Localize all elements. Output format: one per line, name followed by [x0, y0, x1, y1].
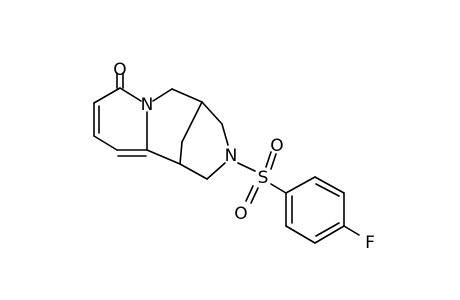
bond-c12-c3 — [146, 149, 181, 165]
bond-c-f — [343, 225, 360, 236]
bond-s-c-aryl — [270, 183, 287, 194]
bond-n2-c11 — [206, 162, 226, 180]
bond-c8-c9 — [171, 88, 203, 103]
bond-ar-c2-c3 — [314, 176, 345, 194]
bond-n2-s — [237, 162, 256, 172]
bond-ar-c4-c5-inner — [315, 222, 340, 237]
atom-nitrogen-pyridone: N — [141, 95, 154, 115]
bond-s-o-bottom — [245, 185, 254, 202]
atom-labels: O N N S O O F — [113, 60, 375, 253]
atom-oxygen-sulfonyl-bottom: O — [234, 204, 247, 224]
atom-oxygen-carbonyl: O — [113, 60, 126, 80]
bond-layer — [93, 72, 360, 244]
bond-c11-c12 — [179, 163, 208, 180]
bond-c9-c10 — [201, 101, 223, 125]
bond-ar-c4-c5 — [314, 225, 345, 244]
bond-s-o-bottom-2 — [250, 187, 259, 204]
bond-c13-c9 — [181, 101, 203, 143]
bond-c7-c6 — [93, 87, 121, 104]
bond-c5-c4 — [93, 135, 118, 151]
bond-n1-c8 — [152, 88, 173, 102]
bond-s-o-top-2 — [270, 153, 277, 170]
bond-s-o-top — [265, 151, 272, 168]
bond-c10-n2 — [221, 123, 229, 146]
bond-ar-c2-c3-inner — [315, 183, 340, 197]
bond-ar-c1-c2 — [285, 176, 316, 194]
bond-c12-c13 — [179, 141, 183, 165]
bond-c7-n1 — [119, 87, 142, 102]
atom-sulfur: S — [258, 168, 269, 188]
atom-nitrogen-sulfonamide: N — [225, 146, 238, 166]
atom-oxygen-sulfonyl-top: O — [270, 136, 283, 156]
bond-ar-c5-c6 — [285, 225, 316, 244]
atom-fluorine: F — [365, 233, 375, 253]
